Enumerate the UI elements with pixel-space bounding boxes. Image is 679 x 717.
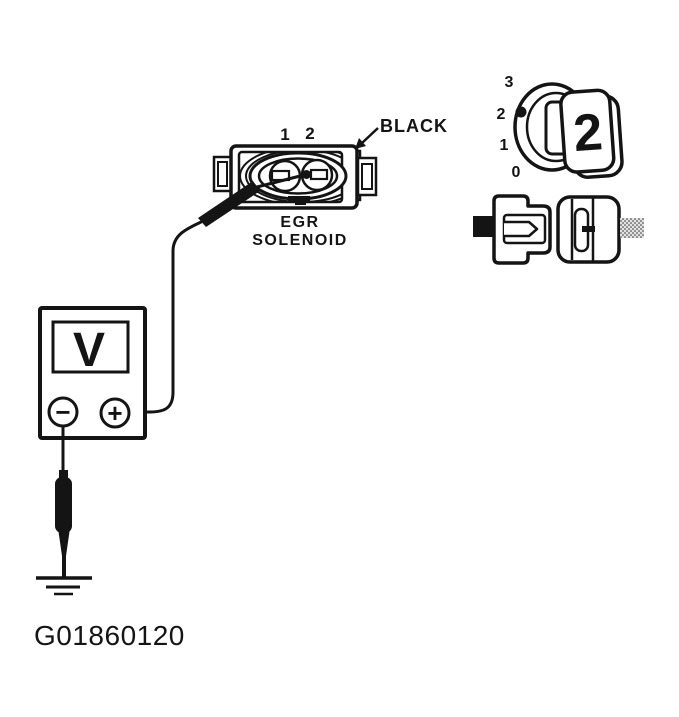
right-connector-wire [620, 218, 644, 238]
dial-scale-0: 0 [512, 164, 521, 181]
positive-test-lead [127, 170, 311, 414]
connector-oval-inner [257, 157, 339, 195]
connector-right-wing-inner [361, 163, 373, 190]
range-dial: 3 2 1 0 2 [497, 74, 624, 181]
connector-left-wing-inner [217, 161, 228, 187]
positive-terminal-symbol: + [107, 398, 122, 428]
dial-selected-value: 2 [571, 103, 604, 163]
pin-label-2: 2 [305, 124, 314, 143]
figure-code: G01860120 [34, 620, 185, 651]
dial-scale-2: 2 [497, 106, 506, 123]
voltmeter-display [51, 320, 130, 374]
plus-circle-icon [99, 397, 131, 429]
dial-scale-1: 1 [500, 137, 509, 154]
egr-caption-line2: SOLENOID [252, 232, 348, 249]
ground-symbol-icon [36, 576, 92, 596]
negative-test-lead [36, 426, 92, 596]
ground-probe-shaft [62, 552, 66, 578]
negative-terminal-symbol: − [55, 397, 70, 427]
right-connector-pin [582, 226, 595, 232]
left-connector-terminal [504, 220, 539, 238]
dial-indicator-dot-icon [515, 106, 527, 118]
black-wire-callout: BLACK [355, 116, 448, 149]
dial-knob: 2 [559, 88, 624, 179]
egr-caption-line1: EGR [280, 214, 319, 231]
voltmeter: V − + [38, 306, 147, 440]
black-label: BLACK [380, 116, 448, 136]
test-probe-icon [198, 181, 260, 227]
dial-knob-face [559, 88, 616, 174]
connector-seal-rings [240, 153, 341, 201]
inline-connector-pair [473, 194, 644, 265]
positive-lead-wire [127, 220, 203, 414]
connector-terminal-2 [309, 168, 329, 181]
leader-line [361, 127, 379, 144]
probe-contact-dot [302, 170, 311, 179]
voltmeter-display-symbol: V [73, 324, 105, 377]
dial-scale-3: 3 [505, 74, 514, 91]
connector-keyway [288, 196, 310, 201]
probe-tip [255, 173, 306, 189]
arrow-icon [355, 138, 366, 149]
pin-label-1: 1 [280, 125, 289, 144]
ground-probe-taper [58, 528, 70, 556]
left-connector-wire [473, 216, 494, 237]
connector-keyway-small [295, 201, 306, 205]
ground-probe-body [55, 477, 72, 533]
ground-probe-neck [59, 470, 68, 478]
